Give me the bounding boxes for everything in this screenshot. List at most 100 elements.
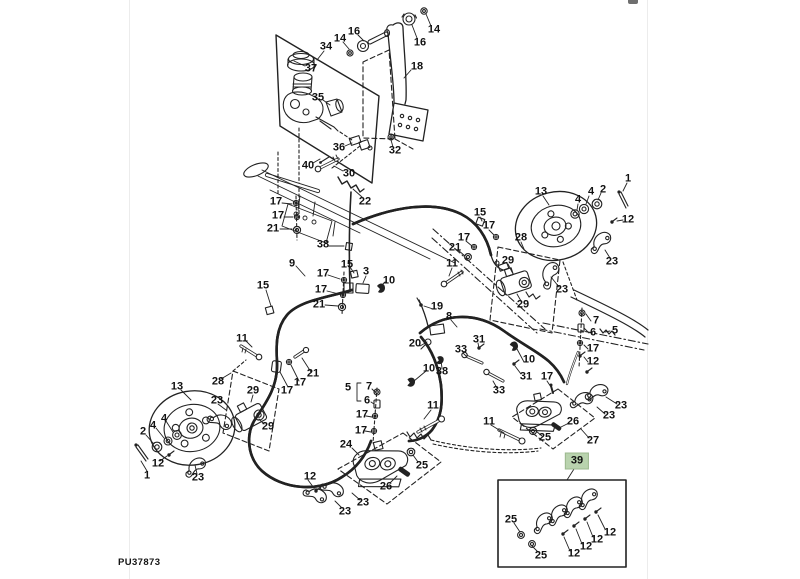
part-callout-12[interactable]: 12 <box>590 533 604 546</box>
part-callout-24[interactable]: 24 <box>339 438 353 451</box>
part-callout-12[interactable]: 12 <box>303 470 317 483</box>
part-callout-30[interactable]: 30 <box>342 167 356 180</box>
part-callout-21[interactable]: 21 <box>306 367 320 380</box>
part-callout-27[interactable]: 27 <box>586 434 600 447</box>
part-callout-17[interactable]: 17 <box>355 408 369 421</box>
part-callout-10[interactable]: 10 <box>422 362 436 375</box>
part-callout-13[interactable]: 13 <box>534 185 548 198</box>
part-callout-31[interactable]: 31 <box>519 370 533 383</box>
part-callout-18[interactable]: 18 <box>410 60 424 73</box>
part-callout-13[interactable]: 13 <box>170 380 184 393</box>
part-callout-26[interactable]: 26 <box>379 480 393 493</box>
frame-and-lever-drawing <box>242 152 455 263</box>
part-callout-26[interactable]: 26 <box>566 415 580 428</box>
part-callout-28[interactable]: 28 <box>211 375 225 388</box>
part-callout-9[interactable]: 9 <box>288 257 296 270</box>
part-callout-17[interactable]: 17 <box>354 424 368 437</box>
part-callout-4[interactable]: 4 <box>160 412 168 425</box>
part-callout-38[interactable]: 38 <box>316 238 330 251</box>
part-callout-4[interactable]: 4 <box>574 193 582 206</box>
part-callout-37[interactable]: 37 <box>304 62 318 75</box>
part-callout-23[interactable]: 23 <box>555 283 569 296</box>
part-callout-17[interactable]: 17 <box>280 384 294 397</box>
part-callout-6[interactable]: 6 <box>363 394 371 407</box>
part-callout-10[interactable]: 10 <box>522 353 536 366</box>
part-callout-23[interactable]: 23 <box>614 399 628 412</box>
part-callout-33[interactable]: 33 <box>454 343 468 356</box>
part-callout-15[interactable]: 15 <box>473 206 487 219</box>
part-callout-40[interactable]: 40 <box>301 159 315 172</box>
part-callout-39[interactable]: 39 <box>564 452 590 470</box>
part-callout-36[interactable]: 36 <box>332 141 346 154</box>
part-callout-17[interactable]: 17 <box>540 370 554 383</box>
part-callout-21[interactable]: 21 <box>266 222 280 235</box>
part-callout-12[interactable]: 12 <box>603 526 617 539</box>
part-callout-12[interactable]: 12 <box>579 540 593 553</box>
part-callout-11[interactable]: 11 <box>446 257 458 270</box>
part-callout-4[interactable]: 4 <box>149 419 157 432</box>
part-callout-31[interactable]: 31 <box>472 333 486 346</box>
part-callout-12[interactable]: 12 <box>151 457 165 470</box>
part-callout-12[interactable]: 12 <box>621 213 635 226</box>
part-callout-15[interactable]: 15 <box>256 279 270 292</box>
part-callout-23[interactable]: 23 <box>356 496 370 509</box>
part-callout-1[interactable]: 1 <box>143 469 151 482</box>
part-callout-22[interactable]: 22 <box>358 195 372 208</box>
part-callout-29[interactable]: 29 <box>261 420 275 433</box>
part-callout-21[interactable]: 21 <box>312 298 326 311</box>
part-callout-17[interactable]: 17 <box>314 283 328 296</box>
part-callout-23[interactable]: 23 <box>602 409 616 422</box>
part-callout-23[interactable]: 23 <box>605 255 619 268</box>
part-callout-17[interactable]: 17 <box>316 267 330 280</box>
part-callout-20[interactable]: 20 <box>408 337 422 350</box>
part-callout-17[interactable]: 17 <box>457 231 471 244</box>
part-callout-16[interactable]: 16 <box>347 25 361 38</box>
part-callout-11[interactable]: 11 <box>236 332 248 345</box>
part-callout-35[interactable]: 35 <box>311 91 325 104</box>
part-callout-7[interactable]: 7 <box>365 380 373 393</box>
part-callout-11[interactable]: 11 <box>483 415 495 428</box>
part-callout-15[interactable]: 15 <box>340 258 354 271</box>
part-callout-5[interactable]: 5 <box>344 381 352 394</box>
part-callout-14[interactable]: 14 <box>333 32 347 45</box>
part-callout-12[interactable]: 12 <box>567 547 581 560</box>
part-callout-23[interactable]: 23 <box>338 505 352 518</box>
part-callout-32[interactable]: 32 <box>388 144 402 157</box>
part-callout-5[interactable]: 5 <box>611 324 619 337</box>
part-callout-2[interactable]: 2 <box>139 425 147 438</box>
part-callout-14[interactable]: 14 <box>427 23 441 36</box>
part-callout-7[interactable]: 7 <box>592 314 600 327</box>
part-callout-25[interactable]: 25 <box>415 459 429 472</box>
part-callout-29[interactable]: 29 <box>501 254 515 267</box>
part-callout-4[interactable]: 4 <box>587 185 595 198</box>
part-callout-33[interactable]: 33 <box>492 384 506 397</box>
part-callout-17[interactable]: 17 <box>293 376 307 389</box>
part-callout-1[interactable]: 1 <box>624 172 632 185</box>
part-callout-8[interactable]: 8 <box>445 310 453 323</box>
part-callout-11[interactable]: 11 <box>427 399 439 412</box>
part-callout-25[interactable]: 25 <box>504 513 518 526</box>
part-callout-23[interactable]: 23 <box>191 471 205 484</box>
part-callout-6[interactable]: 6 <box>589 326 597 339</box>
part-callout-21[interactable]: 21 <box>448 241 462 254</box>
part-callout-12[interactable]: 12 <box>586 355 600 368</box>
part-callout-17[interactable]: 17 <box>586 342 600 355</box>
part-callout-17[interactable]: 17 <box>269 195 283 208</box>
part-callout-19[interactable]: 19 <box>430 300 444 313</box>
part-callout-3[interactable]: 3 <box>362 265 370 278</box>
part-callout-23[interactable]: 23 <box>210 394 224 407</box>
part-callout-25[interactable]: 25 <box>538 431 552 444</box>
part-callout-16[interactable]: 16 <box>413 36 427 49</box>
part-callout-10[interactable]: 10 <box>382 274 396 287</box>
page-margin-left <box>129 0 130 579</box>
part-callout-17[interactable]: 17 <box>482 219 496 232</box>
part-callout-17[interactable]: 17 <box>271 209 285 222</box>
part-callout-29[interactable]: 29 <box>246 384 260 397</box>
part-callout-2[interactable]: 2 <box>599 183 607 196</box>
part-callout-38[interactable]: 38 <box>435 365 449 378</box>
part-callout-25[interactable]: 25 <box>534 549 548 562</box>
part-callout-28[interactable]: 28 <box>514 231 528 244</box>
part-callout-29[interactable]: 29 <box>516 298 530 311</box>
part-callout-34[interactable]: 34 <box>319 40 333 53</box>
